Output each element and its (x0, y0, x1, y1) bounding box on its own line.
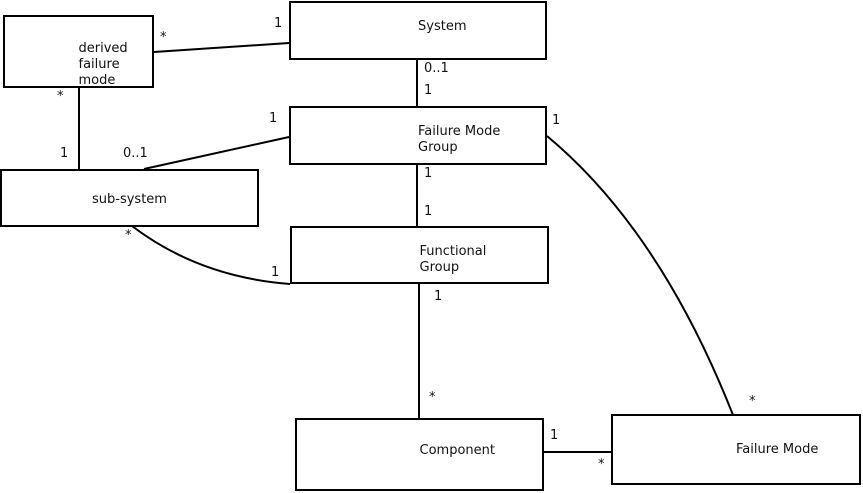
multiplicity-label: * (749, 394, 756, 409)
multiplicity-label: * (160, 30, 167, 45)
entity-label-line: Failure Mode (418, 124, 501, 139)
connector-failure-mode-group-sub-system (143, 136, 290, 170)
entity-label-line: mode (78, 73, 116, 88)
entity-label: System (418, 19, 466, 35)
entity-label-line: Functional (419, 244, 487, 259)
entity-component: Component (295, 418, 544, 491)
entity-functional-group: Functional Group (290, 226, 549, 284)
entity-label-line: Group (419, 260, 460, 275)
entity-label-line: Failure Mode (736, 442, 819, 457)
entity-sub-system: sub-system (0, 169, 259, 227)
entity-label-line: Group (418, 140, 458, 155)
entity-system: System (289, 1, 547, 60)
entity-failure-mode-group: Failure Mode Group (289, 106, 547, 165)
entity-label-line: Component (419, 443, 495, 458)
entity-derived-failure-mode: derived failure mode (3, 15, 154, 88)
multiplicity-label: 1 (60, 146, 69, 161)
multiplicity-label: * (125, 228, 132, 243)
entity-label-line: derived (78, 41, 128, 56)
connector-failure-mode-group-failure-mode (546, 135, 734, 416)
multiplicity-label: 1 (434, 289, 443, 304)
entity-label: Functional Group (420, 244, 487, 276)
entity-label: Failure Mode (736, 442, 818, 458)
entity-label: Failure Mode Group (418, 124, 500, 156)
entity-label-line: failure (78, 57, 120, 72)
entity-label: derived failure mode (79, 41, 128, 89)
multiplicity-label: 1 (271, 265, 280, 280)
entity-failure-mode: Failure Mode (611, 414, 861, 485)
multiplicity-label: 1 (424, 204, 433, 219)
entity-label: sub-system (2, 192, 257, 208)
multiplicity-label: 1 (274, 16, 283, 31)
multiplicity-label: * (598, 457, 605, 472)
multiplicity-label: * (429, 390, 436, 405)
multiplicity-label: 1 (424, 83, 433, 98)
multiplicity-label: 1 (550, 428, 559, 443)
multiplicity-label: 1 (552, 113, 561, 128)
multiplicity-label: * (57, 89, 64, 104)
multiplicity-label: 0..1 (424, 61, 449, 76)
entity-label: Component (420, 443, 495, 459)
entity-label-line: System (418, 19, 467, 34)
multiplicity-label: 1 (424, 166, 433, 181)
multiplicity-label: 0..1 (123, 146, 148, 161)
connector-sub-system-functional-group (131, 225, 291, 285)
connector-derived-failure-mode-system (153, 42, 290, 53)
entity-label-line: sub-system (92, 192, 167, 207)
multiplicity-label: 1 (269, 111, 278, 126)
